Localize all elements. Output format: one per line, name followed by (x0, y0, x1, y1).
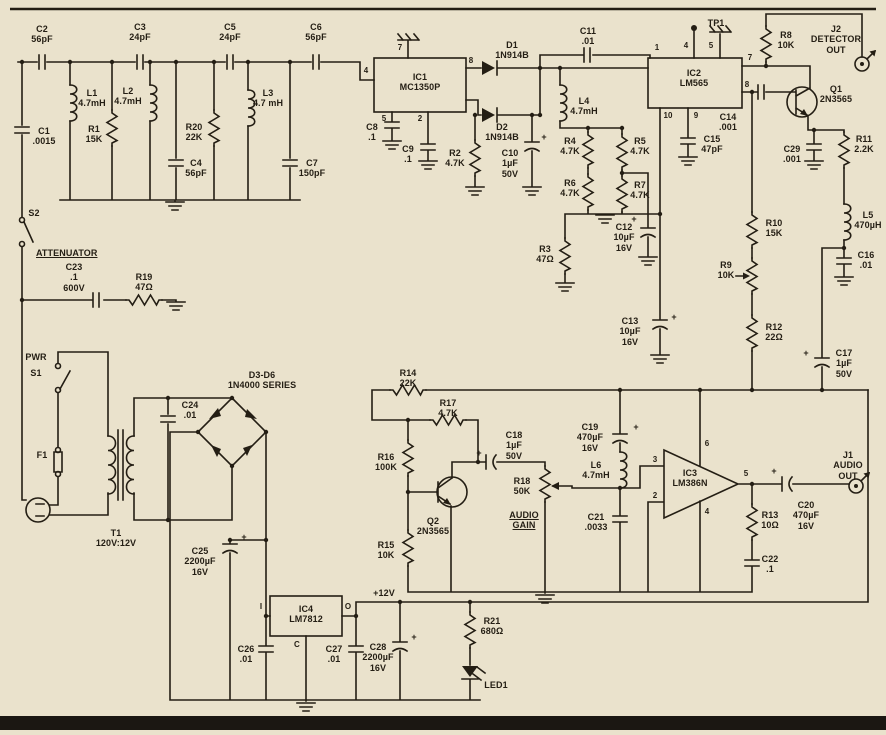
bottom-scan-bar (0, 716, 886, 730)
fuse-terminal (54, 470, 62, 478)
page-frame (0, 7, 886, 730)
wires (14, 13, 877, 712)
transformer-secondary (125, 435, 135, 495)
diode-d2-icon (482, 108, 495, 122)
transformer-primary (107, 435, 117, 495)
jack-j2 (854, 56, 870, 72)
filled-marks (19, 25, 876, 677)
led1-icon (462, 666, 478, 677)
ic4-box (269, 595, 343, 637)
wire-power (35, 351, 869, 702)
j2-arrow (869, 50, 876, 57)
ac-plug-icon (25, 497, 51, 523)
wire-audio (371, 389, 871, 594)
diode-d1-icon (482, 61, 495, 75)
transistor-q2 (436, 476, 468, 508)
q2-emitter-arrow (443, 498, 451, 505)
bridge-diode-icons (209, 408, 257, 457)
jack-j1 (848, 478, 864, 494)
wire-front-end (17, 61, 375, 501)
q1-emitter-arrow (800, 109, 808, 116)
j1-arrow (863, 472, 870, 479)
ic2-box (647, 57, 743, 109)
ic1-box (373, 57, 467, 113)
tp1-dot (691, 25, 697, 31)
r18-wiper-arrow (551, 482, 559, 490)
attenuator-switch-contact (18, 216, 26, 224)
power-switch-contact (54, 386, 62, 394)
r9-wiper-arrow (743, 272, 750, 280)
wire-pll (693, 13, 877, 391)
junction-dots (19, 59, 847, 619)
transistor-q1 (786, 86, 818, 118)
wire-if (391, 32, 689, 355)
